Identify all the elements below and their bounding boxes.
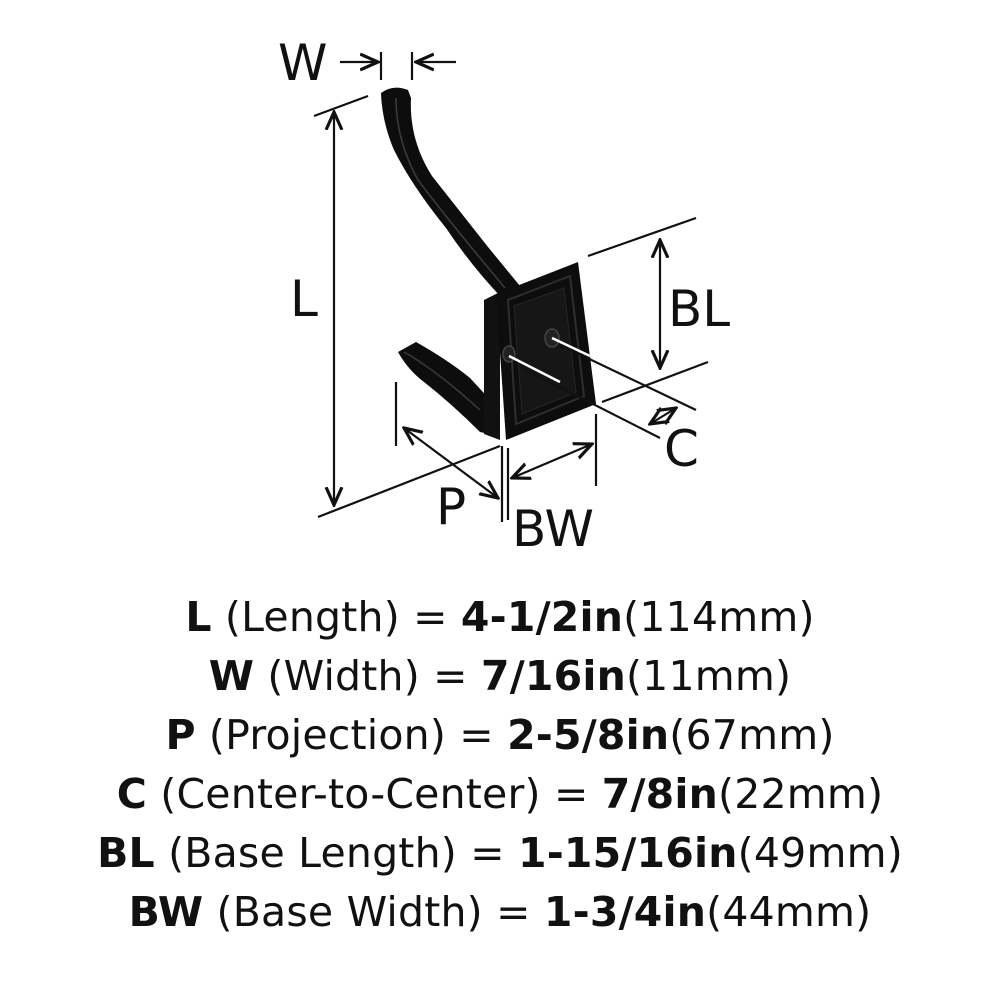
hook-dimension-diagram: W L C BL: [278, 34, 730, 558]
length-extension-line-bottom: [317, 444, 501, 519]
spec-center-to-center: C (Center-to-Center) = 7/8in(22mm): [0, 765, 1000, 824]
base-width-label: BW: [512, 500, 594, 558]
base-width-dimension: [506, 414, 598, 520]
projection-dimension: [394, 382, 504, 522]
center-to-center-dimension: [521, 343, 697, 439]
spec-abbr: P: [165, 711, 196, 759]
spec-length: L (Length) = 4-1/2in(114mm): [0, 588, 1000, 647]
center-line-bottom-black: [521, 367, 661, 439]
spec-abbr: W: [208, 652, 255, 700]
base-plate-inner-panel: [513, 287, 577, 415]
spec-base-length: BL (Base Length) = 1-15/16in(49mm): [0, 824, 1000, 883]
dimension-specifications: L (Length) = 4-1/2in(114mm) W (Width) = …: [0, 588, 1000, 942]
base-length-extension-bottom: [601, 360, 709, 404]
length-extension-line-top: [313, 94, 369, 118]
spec-metric: (114mm): [623, 593, 815, 641]
spec-name: (Center-to-Center) =: [147, 770, 602, 818]
spec-metric: (67mm): [669, 711, 835, 759]
spec-imperial: 1-15/16in: [517, 829, 738, 877]
spec-projection: P (Projection) = 2-5/8in(67mm): [0, 706, 1000, 765]
coat-hook-illustration: [381, 87, 596, 440]
hook-upper-arm: [381, 87, 520, 296]
spec-imperial: 2-5/8in: [507, 711, 670, 759]
base-plate-bevel: [506, 274, 586, 426]
hook-lower-arm: [398, 342, 498, 436]
spec-base-width: BW (Base Width) = 1-3/4in(44mm): [0, 883, 1000, 942]
base-width-arrow: [512, 444, 592, 478]
spec-abbr: BL: [97, 829, 155, 877]
spec-imperial: 4-1/2in: [460, 593, 624, 641]
center-line-top-white: [551, 336, 591, 358]
spec-abbr: L: [185, 593, 212, 641]
center-line-top-black: [557, 343, 697, 411]
projection-label: P: [436, 478, 466, 536]
length-label: L: [290, 270, 318, 328]
spec-metric: (11mm): [625, 652, 792, 700]
spec-abbr: BW: [128, 888, 204, 936]
base-length-label: BL: [668, 280, 730, 338]
width-label: W: [278, 34, 327, 92]
spec-name: (Base Width) =: [203, 888, 544, 936]
base-length-extension-top: [587, 216, 697, 258]
spec-imperial: 7/8in: [601, 770, 719, 818]
spec-name: (Width) =: [254, 652, 481, 700]
spec-imperial: 1-3/4in: [543, 888, 707, 936]
spec-metric: (22mm): [718, 770, 884, 818]
spec-abbr: C: [116, 770, 148, 818]
spec-metric: (49mm): [737, 829, 903, 877]
center-line-bottom-white: [508, 354, 561, 384]
center-to-center-label: C: [664, 420, 699, 478]
base-length-dimension: [587, 216, 709, 404]
base-plate-side: [484, 292, 500, 440]
projection-arrow: [404, 428, 498, 498]
spec-width: W (Width) = 7/16in(11mm): [0, 647, 1000, 706]
spec-metric: (44mm): [706, 888, 872, 936]
width-dimension: [340, 52, 456, 80]
center-arrow: [650, 408, 676, 424]
hook-lower-arm-edge: [403, 351, 481, 411]
screw-hole-bottom: [502, 345, 516, 363]
hook-upper-arm-highlight: [395, 97, 506, 289]
spec-name: (Base Length) =: [154, 829, 518, 877]
spec-name: (Projection) =: [195, 711, 508, 759]
spec-name: (Length) =: [211, 593, 461, 641]
spec-imperial: 7/16in: [480, 652, 626, 700]
